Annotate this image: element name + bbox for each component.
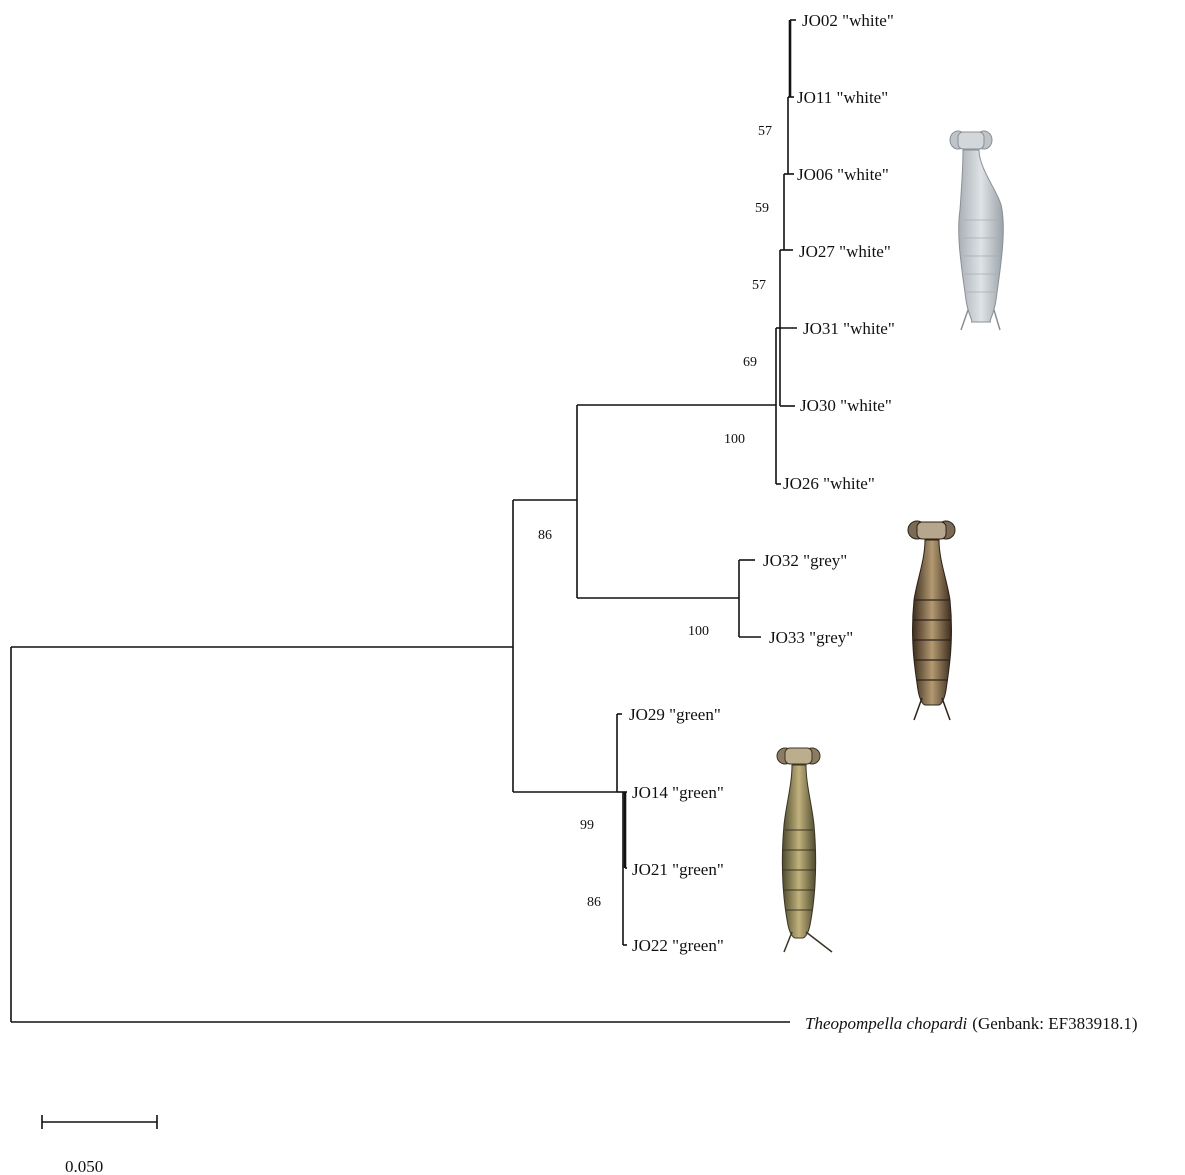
green-morph-larva-image bbox=[777, 748, 832, 952]
leaf-label: JO26 "white" bbox=[783, 474, 875, 493]
leaf-label: JO11 "white" bbox=[797, 88, 888, 107]
leaf-label: JO31 "white" bbox=[803, 319, 895, 338]
white-morph-larva-image bbox=[950, 131, 1003, 330]
leaf-label: JO27 "white" bbox=[799, 242, 891, 261]
leaf-label: JO06 "white" bbox=[797, 165, 889, 184]
scale-bar: 0.050 bbox=[42, 1115, 157, 1175]
leaf-label: JO30 "white" bbox=[800, 396, 892, 415]
leaf-label: JO32 "grey" bbox=[763, 551, 847, 570]
bootstrap-value: 99 bbox=[580, 818, 594, 833]
bootstrap-value: 100 bbox=[724, 432, 745, 447]
bootstrap-value: 100 bbox=[688, 624, 709, 639]
leaf-label: JO21 "green" bbox=[632, 860, 724, 879]
leaf-label: JO02 "white" bbox=[802, 11, 894, 30]
bootstrap-value: 69 bbox=[743, 355, 757, 370]
leaf-label: JO29 "green" bbox=[629, 705, 721, 724]
leaf-label: JO33 "grey" bbox=[769, 628, 853, 647]
bootstrap-value: 86 bbox=[587, 895, 601, 910]
outgroup-species: Theopompella chopardi bbox=[805, 1014, 968, 1033]
leaf-labels: JO02 "white" JO11 "white" JO06 "white" J… bbox=[629, 11, 1138, 1033]
bootstrap-value: 57 bbox=[752, 278, 766, 293]
grey-morph-larva-image bbox=[908, 521, 955, 720]
scale-bar-label: 0.050 bbox=[65, 1157, 103, 1175]
bootstrap-value: 86 bbox=[538, 528, 552, 543]
bootstrap-value: 59 bbox=[755, 201, 769, 216]
leaf-label: JO14 "green" bbox=[632, 783, 724, 802]
outgroup-accession: (Genbank: EF383918.1) bbox=[972, 1014, 1137, 1033]
outgroup-label: Theopompella chopardi(Genbank: EF383918.… bbox=[805, 1014, 1138, 1033]
bootstrap-value: 57 bbox=[758, 124, 772, 139]
leaf-label: JO22 "green" bbox=[632, 936, 724, 955]
